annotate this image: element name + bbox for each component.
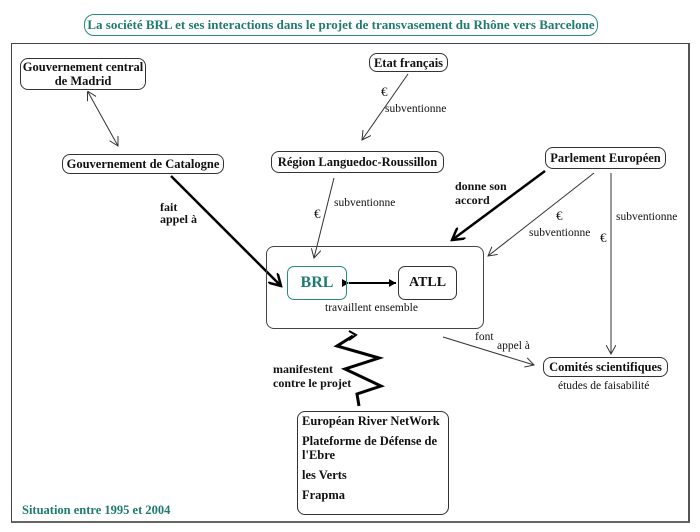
node-gouvernement-madrid: Gouvernement central de Madrid	[20, 58, 146, 90]
euro-icon: €	[314, 206, 321, 221]
arrow-brl-comites	[442, 336, 534, 365]
label-etudes-faisabilite: études de faisabilité	[558, 380, 650, 392]
label-subventionne-comites: subventionne	[616, 211, 678, 223]
footer-situation: Situation entre 1995 et 2004	[22, 503, 171, 517]
opponents-box: Européan River NetWork Plateforme de Déf…	[297, 411, 449, 515]
node-region-languedoc: Région Languedoc-Roussillon	[271, 151, 444, 173]
euro-icon: €	[556, 208, 563, 223]
opponent-item: Plateforme de Défense de l'Ebre	[302, 434, 438, 462]
label-fait-appel-2: appel à	[160, 212, 198, 226]
label-donne-accord-1: donne son	[455, 179, 507, 193]
zigzag-protest	[333, 334, 386, 407]
arrow-etat-region	[362, 73, 409, 140]
arrow-madrid-catalogne	[88, 92, 118, 146]
arrow-region-brl	[314, 177, 335, 258]
node-brl: BRL	[287, 266, 347, 300]
group-brl-atll	[266, 246, 484, 329]
label-subventionne-etat: subventionne	[385, 103, 447, 115]
opponent-item: les Verts	[302, 468, 347, 482]
arrow-parlement-subventionne	[488, 172, 595, 256]
label-travaillent-ensemble: travaillent ensemble	[325, 302, 418, 314]
euro-icon: €	[600, 230, 607, 245]
label-donne-accord-2: accord	[455, 193, 490, 207]
arrow-catalogne-brl	[170, 175, 281, 286]
arrow-parlement-accord	[452, 169, 546, 240]
node-atll: ATLL	[398, 266, 457, 300]
node-parlement-europeen: Parlement Européen	[545, 147, 666, 169]
node-madrid-line2: de Madrid	[54, 74, 112, 88]
opponent-item: Frapma	[302, 488, 346, 502]
diagram-title: La société BRL et ses interactions dans …	[84, 14, 598, 36]
label-appel-a: appel à	[497, 340, 530, 352]
label-manifestent-2: contre le projet	[273, 376, 352, 390]
node-etat-francais: Etat français	[369, 53, 448, 72]
label-subventionne-region: subventionne	[334, 197, 396, 209]
node-gouvernement-catalogne: Gouvernement de Catalogne	[62, 154, 224, 174]
zigzag-arrowhead	[348, 330, 358, 341]
label-manifestent-1: manifestent	[273, 362, 333, 376]
diagram-frame	[11, 43, 690, 523]
euro-icon: €	[381, 84, 388, 99]
node-comites-scientifiques: Comités scientifiques	[543, 357, 668, 377]
node-madrid-line1: Gouvernement central	[22, 60, 144, 74]
label-font: font	[475, 331, 494, 343]
label-subventionne-parlement: subventionne	[529, 227, 591, 239]
opponent-item: Européan River NetWork	[302, 414, 440, 428]
label-fait-appel-1: fait	[160, 200, 178, 214]
